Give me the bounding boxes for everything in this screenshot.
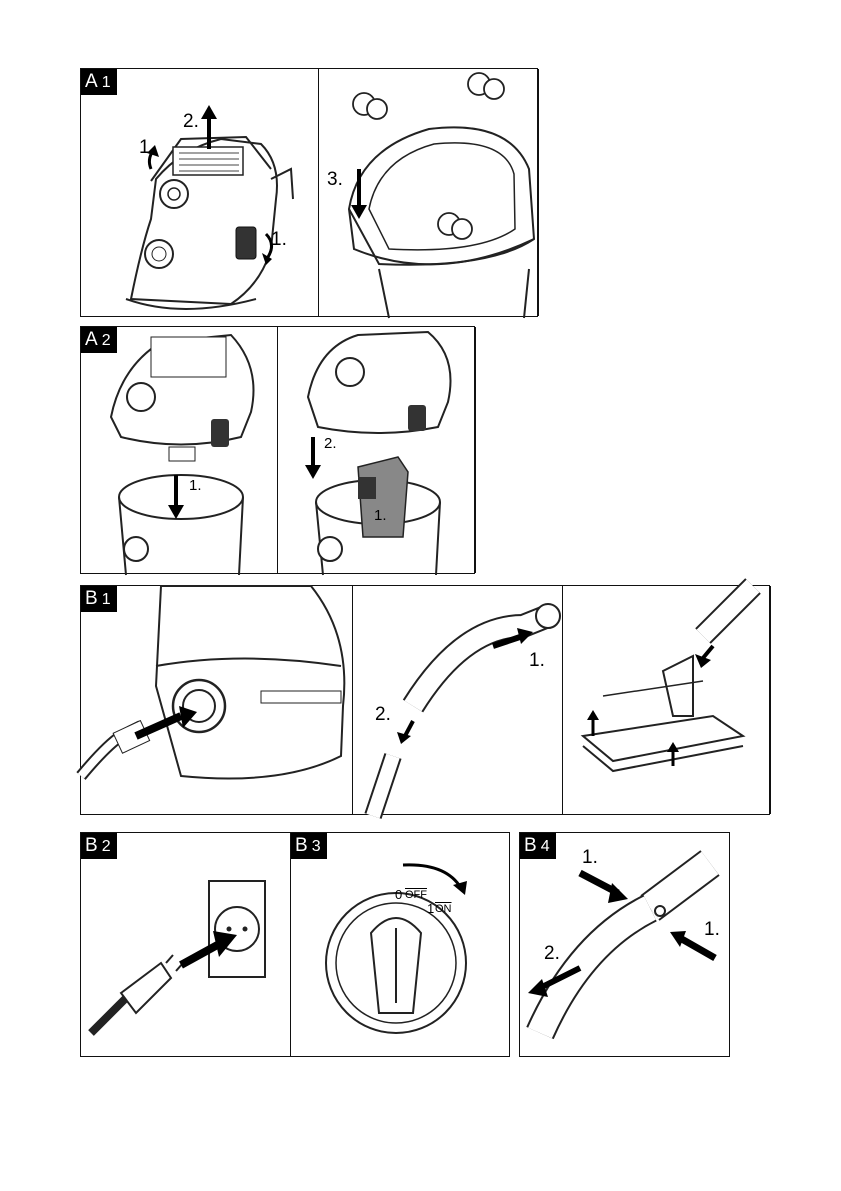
step-label: 2. — [544, 943, 560, 965]
switch-zero: 0 — [395, 887, 402, 902]
a2-illustration-lift: 1. — [81, 327, 278, 573]
b1-illustration-hose — [81, 586, 353, 814]
b1-illustration-nozzle — [563, 586, 771, 814]
step-label: 1. — [271, 229, 287, 251]
step-label: 1. — [189, 477, 202, 494]
step-label: 2. — [324, 435, 337, 452]
vacuum-head-illustration — [81, 69, 319, 318]
step-label: 1. — [582, 847, 598, 869]
a1-illustration-unlock: 2. 1. 1. — [81, 69, 319, 316]
switch-one: 1 — [427, 901, 434, 916]
step-label: 1. — [374, 507, 387, 524]
step-label: 1. — [529, 650, 545, 672]
power-plug-illustration — [81, 833, 291, 1058]
b1-illustration-handle: 1. 2. — [353, 586, 563, 814]
step-label: 1. — [139, 137, 155, 159]
a2-illustration-bag: 2. 1. — [278, 327, 476, 573]
step-label: 2. — [375, 704, 391, 726]
filter-bag-illustration — [278, 327, 476, 575]
switch-off: OFF — [405, 889, 427, 901]
step-label: 3. — [327, 169, 343, 191]
hose-handle-illustration — [353, 586, 563, 816]
container-rim-illustration — [319, 69, 539, 318]
step-label: 2. — [183, 111, 199, 133]
a1-illustration-filter: 3. — [319, 69, 539, 316]
vacuum-separation-illustration — [81, 327, 278, 575]
step-label: 1. — [704, 919, 720, 941]
floor-nozzle-illustration — [563, 586, 771, 816]
rotary-switch-illustration — [291, 833, 511, 1058]
hose-insert-illustration — [81, 586, 353, 816]
switch-on: ON — [435, 903, 452, 915]
